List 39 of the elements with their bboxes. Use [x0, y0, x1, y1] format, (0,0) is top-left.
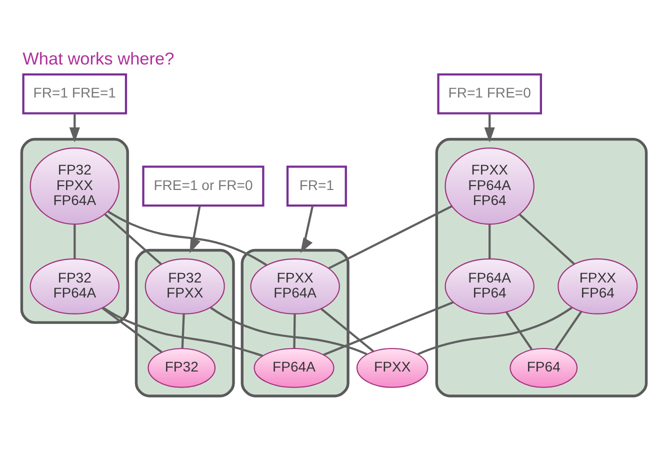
node-box: FR=1 FRE=0 — [437, 72, 542, 114]
connector — [320, 307, 374, 352]
arrow — [484, 113, 495, 142]
connector — [293, 313, 296, 348]
connector — [417, 306, 572, 355]
connector — [488, 224, 491, 258]
arrow — [190, 204, 201, 253]
connector — [210, 306, 368, 355]
connector — [554, 310, 582, 350]
connector — [104, 212, 162, 265]
diagram-title: What works where? — [22, 48, 174, 68]
node-ellipse: FP32 FPXX — [144, 258, 225, 314]
node-ellipse: FP64A — [254, 347, 334, 388]
node-box: FRE=1 or FR=0 — [142, 165, 264, 206]
node-ellipse: FP32 — [148, 347, 216, 388]
node-ellipse: FPXX FP64A FP64 — [444, 147, 534, 224]
connector — [323, 300, 454, 356]
node-ellipse: FP64A FP64 — [444, 258, 534, 314]
connector — [102, 306, 162, 352]
connector — [506, 311, 533, 350]
arrow — [300, 204, 314, 253]
connector — [102, 306, 264, 356]
connector — [518, 213, 575, 264]
node-ellipse: FP64 — [510, 347, 578, 388]
node-box: FR=1 FRE=1 — [22, 72, 128, 114]
cluster — [134, 248, 235, 397]
cluster — [435, 137, 648, 397]
node-box: FR=1 — [286, 165, 347, 206]
node-ellipse: FPXX FP64A — [250, 258, 340, 314]
connector — [328, 204, 452, 269]
arrow — [69, 113, 80, 142]
node-ellipse: FP32 FP64A — [30, 258, 120, 314]
connector — [181, 313, 185, 348]
node-ellipse: FP32 FPXX FP64A — [30, 147, 120, 224]
connector — [74, 224, 76, 258]
cluster — [240, 248, 350, 397]
node-ellipse: FPXX — [356, 347, 428, 388]
cluster — [20, 137, 129, 324]
node-ellipse: FPXX FP64 — [558, 258, 638, 314]
